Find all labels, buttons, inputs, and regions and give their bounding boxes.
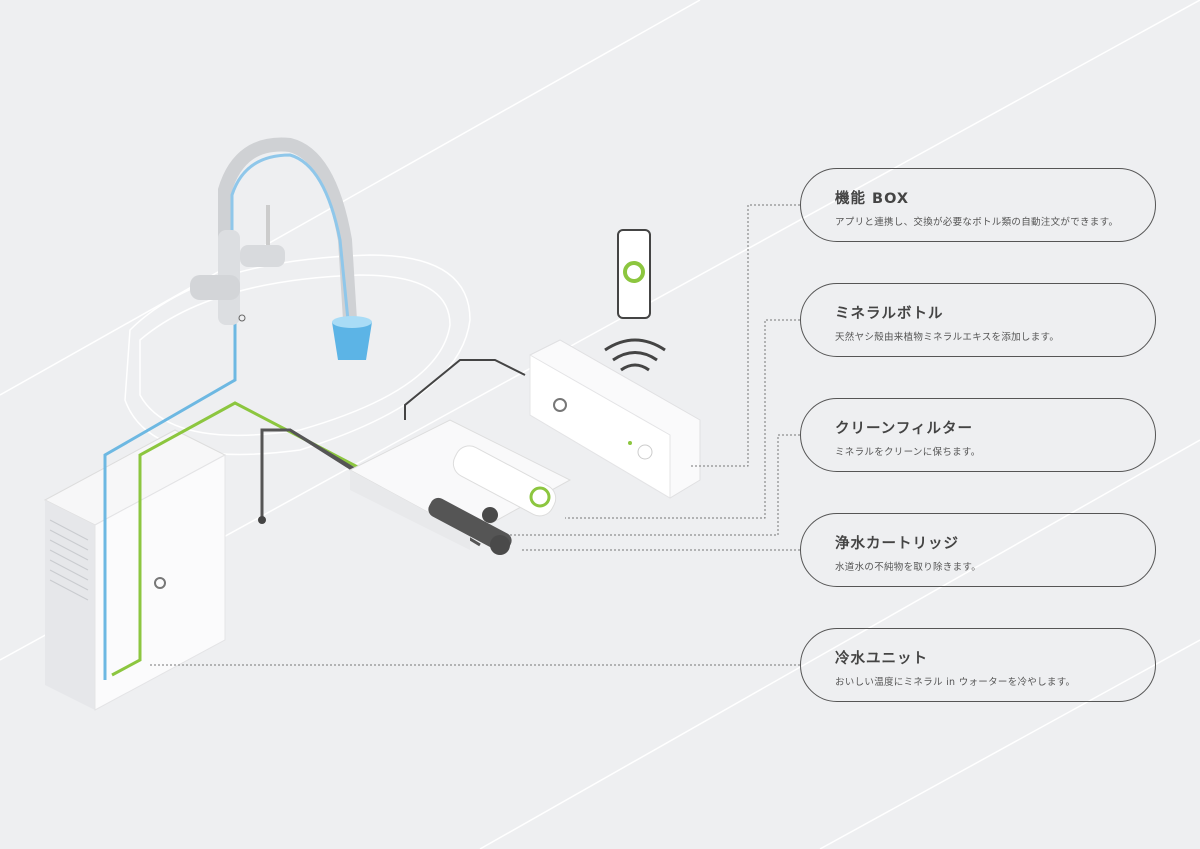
label-description: 天然ヤシ殻由来植物ミネラルエキスを添加します。 — [835, 332, 1060, 343]
label-description: おいしい温度にミネラル in ウォーターを冷やします。 — [835, 677, 1076, 688]
wifi-icon — [604, 338, 666, 372]
cooling-unit — [43, 429, 227, 711]
label-purifier-cartridge: 浄水カートリッジ 水道水の不純物を取り除きます。 — [800, 513, 1156, 587]
label-title: ミネラルボトル — [835, 306, 944, 322]
label-description: アプリと連携し、交換が必要なボトル類の自動注文ができます。 — [835, 217, 1119, 228]
label-clean-filter: クリーンフィルター ミネラルをクリーンに保ちます。 — [800, 398, 1156, 472]
label-title: 浄水カートリッジ — [835, 536, 959, 552]
water-cup — [332, 316, 372, 360]
label-description: 水道水の不純物を取り除きます。 — [835, 562, 982, 573]
label-title: 機能 BOX — [835, 191, 910, 207]
filter-cartridges — [348, 419, 572, 555]
faucet — [190, 137, 357, 325]
label-title: クリーンフィルター — [835, 421, 974, 437]
leader-lines — [150, 204, 800, 666]
function-box — [529, 339, 701, 499]
label-description: ミネラルをクリーンに保ちます。 — [835, 447, 981, 458]
label-mineral-bottle: ミネラルボトル 天然ヤシ殻由来植物ミネラルエキスを添加します。 — [800, 283, 1156, 357]
smartphone — [617, 229, 651, 319]
label-title: 冷水ユニット — [835, 651, 928, 667]
label-function-box: 機能 BOX アプリと連携し、交換が必要なボトル類の自動注文ができます。 — [800, 168, 1156, 242]
label-cooling-unit: 冷水ユニット おいしい温度にミネラル in ウォーターを冷やします。 — [800, 628, 1156, 702]
brand-logo-icon — [154, 577, 166, 589]
